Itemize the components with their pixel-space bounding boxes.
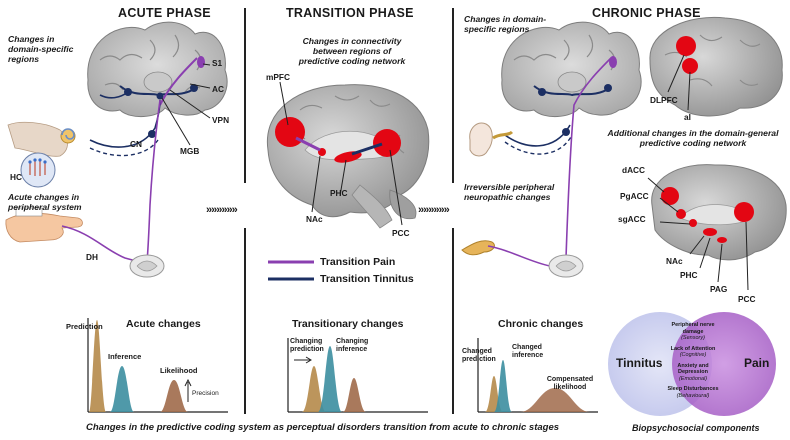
acute-prediction-label: Prediction — [66, 322, 103, 331]
acute-regions-note: Changes in domain-specific regions — [8, 34, 74, 64]
transition-phase-title: TRANSITION PHASE — [286, 6, 414, 20]
chronic-compensated-likelihood-label: Compensated likelihood — [546, 376, 594, 391]
label-pcc-transition: PCC — [392, 228, 410, 238]
label-phc-transition: PHC — [330, 188, 348, 198]
label-nac-transition: NAc — [306, 214, 323, 224]
figure-caption: Changes in the predictive coding system … — [86, 422, 560, 433]
label-cn: CN — [130, 139, 142, 149]
divider-left-bottom — [244, 228, 246, 414]
chronic-distribution-graph — [477, 338, 598, 413]
venn-diagram — [608, 312, 776, 416]
transition-distribution-graph — [287, 338, 428, 413]
venn-caption: Biopsychosocial components — [632, 423, 760, 433]
venn-item: Peripheral nerve damage(Sensory) — [671, 322, 715, 341]
chronic-irreversible-note: Irreversible peripheral neuropathic chan… — [464, 182, 555, 202]
label-ac: AC — [212, 84, 224, 94]
divider-right-bottom — [452, 228, 454, 414]
chronic-sagittal-brain — [647, 164, 787, 291]
acute-graph-title: Acute changes — [126, 318, 201, 330]
label-sgacc: sgACC — [618, 214, 646, 224]
label-dlpfc: DLPFC — [650, 95, 678, 105]
label-pcc-chronic: PCC — [738, 294, 756, 304]
transition-changing-inference-label: Changing inference — [336, 338, 369, 353]
transition-changing-prediction-label: Changing prediction — [290, 338, 324, 353]
venn-item: Sleep Disturbances(Behavioural) — [667, 386, 719, 399]
label-mgb: MGB — [180, 146, 200, 156]
label-mpfc: mPFC — [266, 72, 290, 82]
venn-item: Lack of Attention(Cognitive) — [670, 345, 716, 359]
venn-tinnitus-label: Tinnitus — [616, 356, 663, 370]
transition-connectivity-note: Changes in connectivity between regions … — [298, 36, 406, 66]
venn-items: Peripheral nerve damage(Sensory) Lack of… — [664, 322, 722, 399]
spinal-cord-acute — [129, 254, 165, 278]
acute-likelihood-label: Likelihood — [160, 366, 198, 375]
chronic-changed-inference-label: Changed inference — [512, 344, 544, 359]
divider-right-top — [452, 8, 454, 183]
arrows-transition-to-chronic: »»»»»» — [418, 204, 450, 216]
chronic-graph-title: Chronic changes — [498, 318, 584, 330]
legend-pain-label: Transition Pain — [320, 256, 396, 268]
chronic-lateral-brain — [649, 16, 783, 117]
chronic-changed-prediction-label: Changed prediction — [462, 348, 496, 363]
label-hc: HC — [10, 172, 22, 182]
acute-phase-title: ACUTE PHASE — [118, 6, 211, 20]
chronic-regions-note: Changes in domain-specific regions — [464, 14, 547, 34]
hand-illustration — [5, 207, 141, 263]
chronic-ear-illustration — [469, 122, 514, 157]
legend-tinnitus-label: Transition Tinnitus — [320, 273, 414, 285]
venn-item: Anxiety and Depression(Emotional) — [677, 362, 709, 382]
arrows-acute-to-transition: »»»»»» — [206, 204, 238, 216]
venn-pain-label: Pain — [744, 356, 770, 370]
label-s1: S1 — [212, 58, 223, 68]
transition-graph-title: Transitionary changes — [292, 318, 404, 330]
label-dacc: dACC — [622, 165, 646, 175]
ear-cochlea-illustration — [7, 121, 76, 188]
label-pgacc: PgACC — [620, 191, 649, 201]
label-pag: PAG — [710, 284, 728, 294]
label-nac-chronic: NAc — [666, 256, 683, 266]
acute-peripheral-note: Acute changes in peripheral system — [8, 192, 82, 212]
chronic-nerve-illustration — [461, 240, 584, 278]
acute-inference-label: Inference — [108, 352, 142, 361]
label-dh: DH — [86, 252, 98, 262]
acute-distribution-graph — [87, 318, 228, 413]
acute-coronal-brain — [87, 21, 228, 263]
chronic-phase-title: CHRONIC PHASE — [592, 6, 701, 20]
divider-left-top — [244, 8, 246, 183]
label-ai: aI — [684, 112, 691, 122]
label-vpn: VPN — [212, 115, 230, 125]
transition-sagittal-brain — [266, 81, 430, 229]
chronic-additional-note: Additional changes in the domain-general… — [607, 128, 779, 148]
acute-precision-label: Precision — [192, 390, 219, 397]
chronic-coronal-brain — [501, 21, 642, 259]
label-phc-chronic: PHC — [680, 270, 698, 280]
